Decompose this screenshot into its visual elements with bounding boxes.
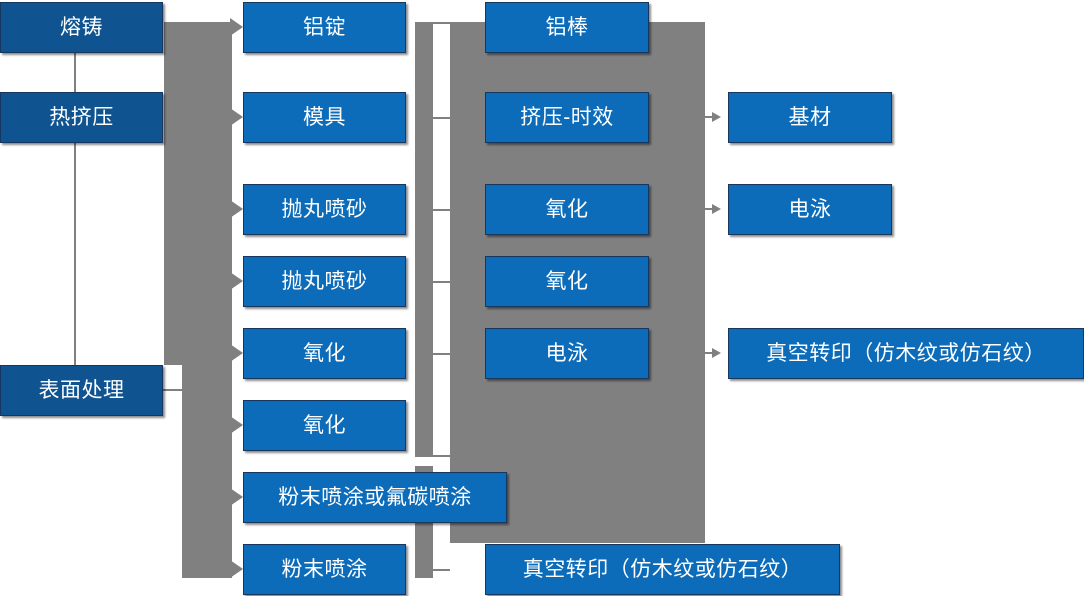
proc-shotblast-2-label: 抛丸喷砂 (281, 270, 368, 293)
stage-melting-label: 熔铸 (60, 16, 103, 39)
stage-melting-stem (74, 53, 76, 92)
stage-surface-stem (163, 389, 185, 391)
right-stem-to-electro (705, 208, 717, 210)
left-connector-bar-notch (182, 365, 232, 578)
step-extrude-age[interactable]: 挤压-时效 (485, 92, 649, 143)
step-oxidation-1-label: 氧化 (545, 198, 589, 221)
right-arrow-to-vacuum (712, 348, 721, 358)
proc-die-label: 模具 (303, 106, 346, 129)
proc-shotblast-2[interactable]: 抛丸喷砂 (243, 256, 406, 307)
out-electro-label: 电泳 (788, 198, 832, 221)
left-arrow-to-die (230, 108, 243, 126)
mid-tick-6 (433, 569, 450, 571)
stage-extrude[interactable]: 热挤压 (0, 92, 163, 143)
proc-powder-fluor[interactable]: 粉末喷涂或氟碳喷涂 (243, 472, 507, 523)
proc-powder-label: 粉末喷涂 (281, 558, 368, 581)
out-vacuum-label: 真空转印（仿木纹或仿石纹） (766, 342, 1046, 365)
out-substrate-label: 基材 (788, 106, 832, 129)
stage-extrude-stem (74, 143, 76, 365)
proc-powder-fluor-label: 粉末喷涂或氟碳喷涂 (278, 486, 472, 509)
stage-surface[interactable]: 表面处理 (0, 365, 163, 416)
mid-tick-1 (433, 117, 450, 119)
stage-extrude-label: 热挤压 (49, 106, 114, 129)
step-electro[interactable]: 电泳 (485, 328, 649, 379)
out-electro[interactable]: 电泳 (728, 184, 892, 235)
left-arrow-to-shotblast-1 (230, 200, 243, 218)
mid-tick-5 (415, 455, 450, 457)
left-arrow-to-powder-fluor (230, 488, 243, 506)
stage-surface-label: 表面处理 (38, 379, 125, 402)
mid-tick-2 (433, 209, 450, 211)
out-vacuum[interactable]: 真空转印（仿木纹或仿石纹） (728, 328, 1084, 379)
left-arrow-to-oxidation-2 (230, 416, 243, 434)
mid-tick-4 (433, 353, 450, 355)
step-vacuum[interactable]: 真空转印（仿木纹或仿石纹） (485, 544, 840, 595)
proc-ingot[interactable]: 铝锭 (243, 2, 406, 53)
proc-oxidation-2-label: 氧化 (303, 414, 346, 437)
step-electro-label: 电泳 (545, 342, 589, 365)
left-arrow-to-oxidation-1 (230, 344, 243, 362)
proc-oxidation-1[interactable]: 氧化 (243, 328, 406, 379)
proc-shotblast-1-label: 抛丸喷砂 (281, 198, 368, 221)
mid-tick-0 (433, 22, 450, 24)
step-vacuum-label: 真空转印（仿木纹或仿石纹） (522, 558, 803, 581)
step-oxidation-1[interactable]: 氧化 (485, 184, 649, 235)
step-extrude-age-label: 挤压-时效 (520, 106, 614, 129)
left-arrow-to-shotblast-2 (230, 272, 243, 290)
right-arrow-to-electro (712, 204, 721, 214)
stage-melting[interactable]: 熔铸 (0, 2, 163, 53)
step-oxidation-2[interactable]: 氧化 (485, 256, 649, 307)
left-arrow-to-powder (230, 560, 243, 578)
step-bar-label: 铝棒 (545, 16, 589, 39)
proc-shotblast-1[interactable]: 抛丸喷砂 (243, 184, 406, 235)
mid-connector-narrow-upper (415, 22, 433, 455)
proc-oxidation-2[interactable]: 氧化 (243, 400, 406, 451)
left-arrow-to-ingot (230, 18, 243, 36)
right-stem-to-substrate (705, 116, 717, 118)
proc-powder[interactable]: 粉末喷涂 (243, 544, 406, 595)
mid-tick-3 (433, 281, 450, 283)
proc-die[interactable]: 模具 (243, 92, 406, 143)
out-substrate[interactable]: 基材 (728, 92, 892, 143)
proc-ingot-label: 铝锭 (303, 16, 346, 39)
right-stem-to-vacuum (705, 352, 717, 354)
step-oxidation-2-label: 氧化 (545, 270, 589, 293)
proc-oxidation-1-label: 氧化 (303, 342, 346, 365)
left-connector-bar-upper (164, 22, 232, 365)
step-bar[interactable]: 铝棒 (485, 2, 649, 53)
right-arrow-to-substrate (712, 112, 721, 122)
